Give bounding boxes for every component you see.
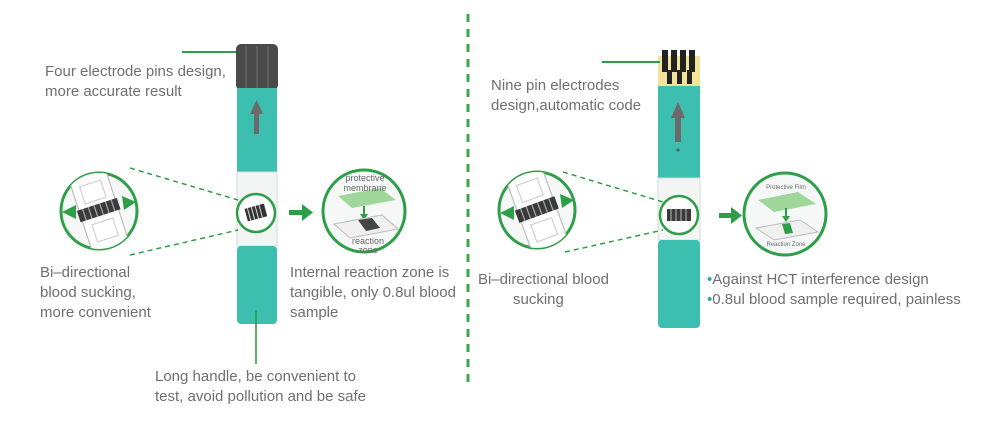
- left-zoom-reaction: [321, 168, 407, 254]
- left-bidirectional-callout: Bi–directional blood sucking, more conve…: [40, 263, 151, 323]
- right-bullets: •Against HCT interference design •0.8ul …: [707, 270, 961, 310]
- bullet-dot-icon: •: [707, 291, 713, 308]
- left-reaction-line-1: Internal reaction zone is: [290, 264, 450, 281]
- right-zoom-bottom-label: Reaction Zone: [766, 242, 806, 248]
- right-bullet-text: 0.8ul blood sample required, painless: [712, 291, 961, 308]
- right-zoom-reaction: [742, 171, 828, 257]
- left-reaction-line-3: sample: [290, 304, 339, 321]
- left-bidirectional-line-1: Bi–directional: [40, 264, 131, 281]
- left-handle-callout: Long handle, be convenient to test, avoi…: [155, 367, 366, 407]
- left-arrow: [289, 204, 313, 221]
- left-handle-line-1: Long handle, be convenient to: [155, 368, 356, 385]
- left-bidirectional-line-2: blood sucking,: [40, 284, 136, 301]
- left-zoom-bidirectional: [59, 171, 139, 251]
- bullet-dot-icon: •: [707, 271, 713, 288]
- right-bullet-item: •Against HCT interference design: [707, 270, 961, 290]
- left-bidirectional-line-3: more convenient: [40, 304, 151, 321]
- left-zoom-bottom-label-1: reaction: [352, 236, 384, 246]
- left-test-strip: [235, 44, 278, 324]
- left-pins-callout: Four electrode pins design, more accurat…: [45, 62, 226, 102]
- right-zoom-top-label: Protective Film: [766, 185, 806, 191]
- right-test-strip: [657, 50, 701, 328]
- left-handle-line-2: test, avoid pollution and be safe: [155, 388, 366, 405]
- right-pins-line-2: design,automatic code: [491, 97, 642, 114]
- left-pins-line-1: Four electrode pins design,: [45, 63, 226, 80]
- left-zoom-top-label-1: protective: [345, 173, 384, 183]
- left-zoom-top-label-2: membrane: [343, 183, 386, 193]
- right-arrow: [719, 207, 742, 224]
- right-bidirectional-line-2: sucking: [513, 291, 564, 308]
- right-zoom-bidirectional: [497, 170, 577, 250]
- left-reaction-callout: Internal reaction zone is tangible, only…: [290, 263, 456, 323]
- left-reaction-line-2: tangible, only 0.8ul blood: [290, 284, 456, 301]
- left-pins-line-2: more accurate result: [45, 83, 182, 100]
- right-bullet-item: •0.8ul blood sample required, painless: [707, 290, 961, 310]
- right-pins-callout: Nine pin electrodes design,automatic cod…: [491, 76, 641, 116]
- right-bidirectional-callout: Bi–directional blood sucking: [478, 270, 609, 310]
- right-pins-line-1: Nine pin electrodes: [491, 77, 620, 94]
- left-zoom-bottom-label-2: zone: [358, 245, 378, 255]
- right-bullet-text: Against HCT interference design: [712, 271, 929, 288]
- right-bidirectional-line-1: Bi–directional blood: [478, 271, 609, 288]
